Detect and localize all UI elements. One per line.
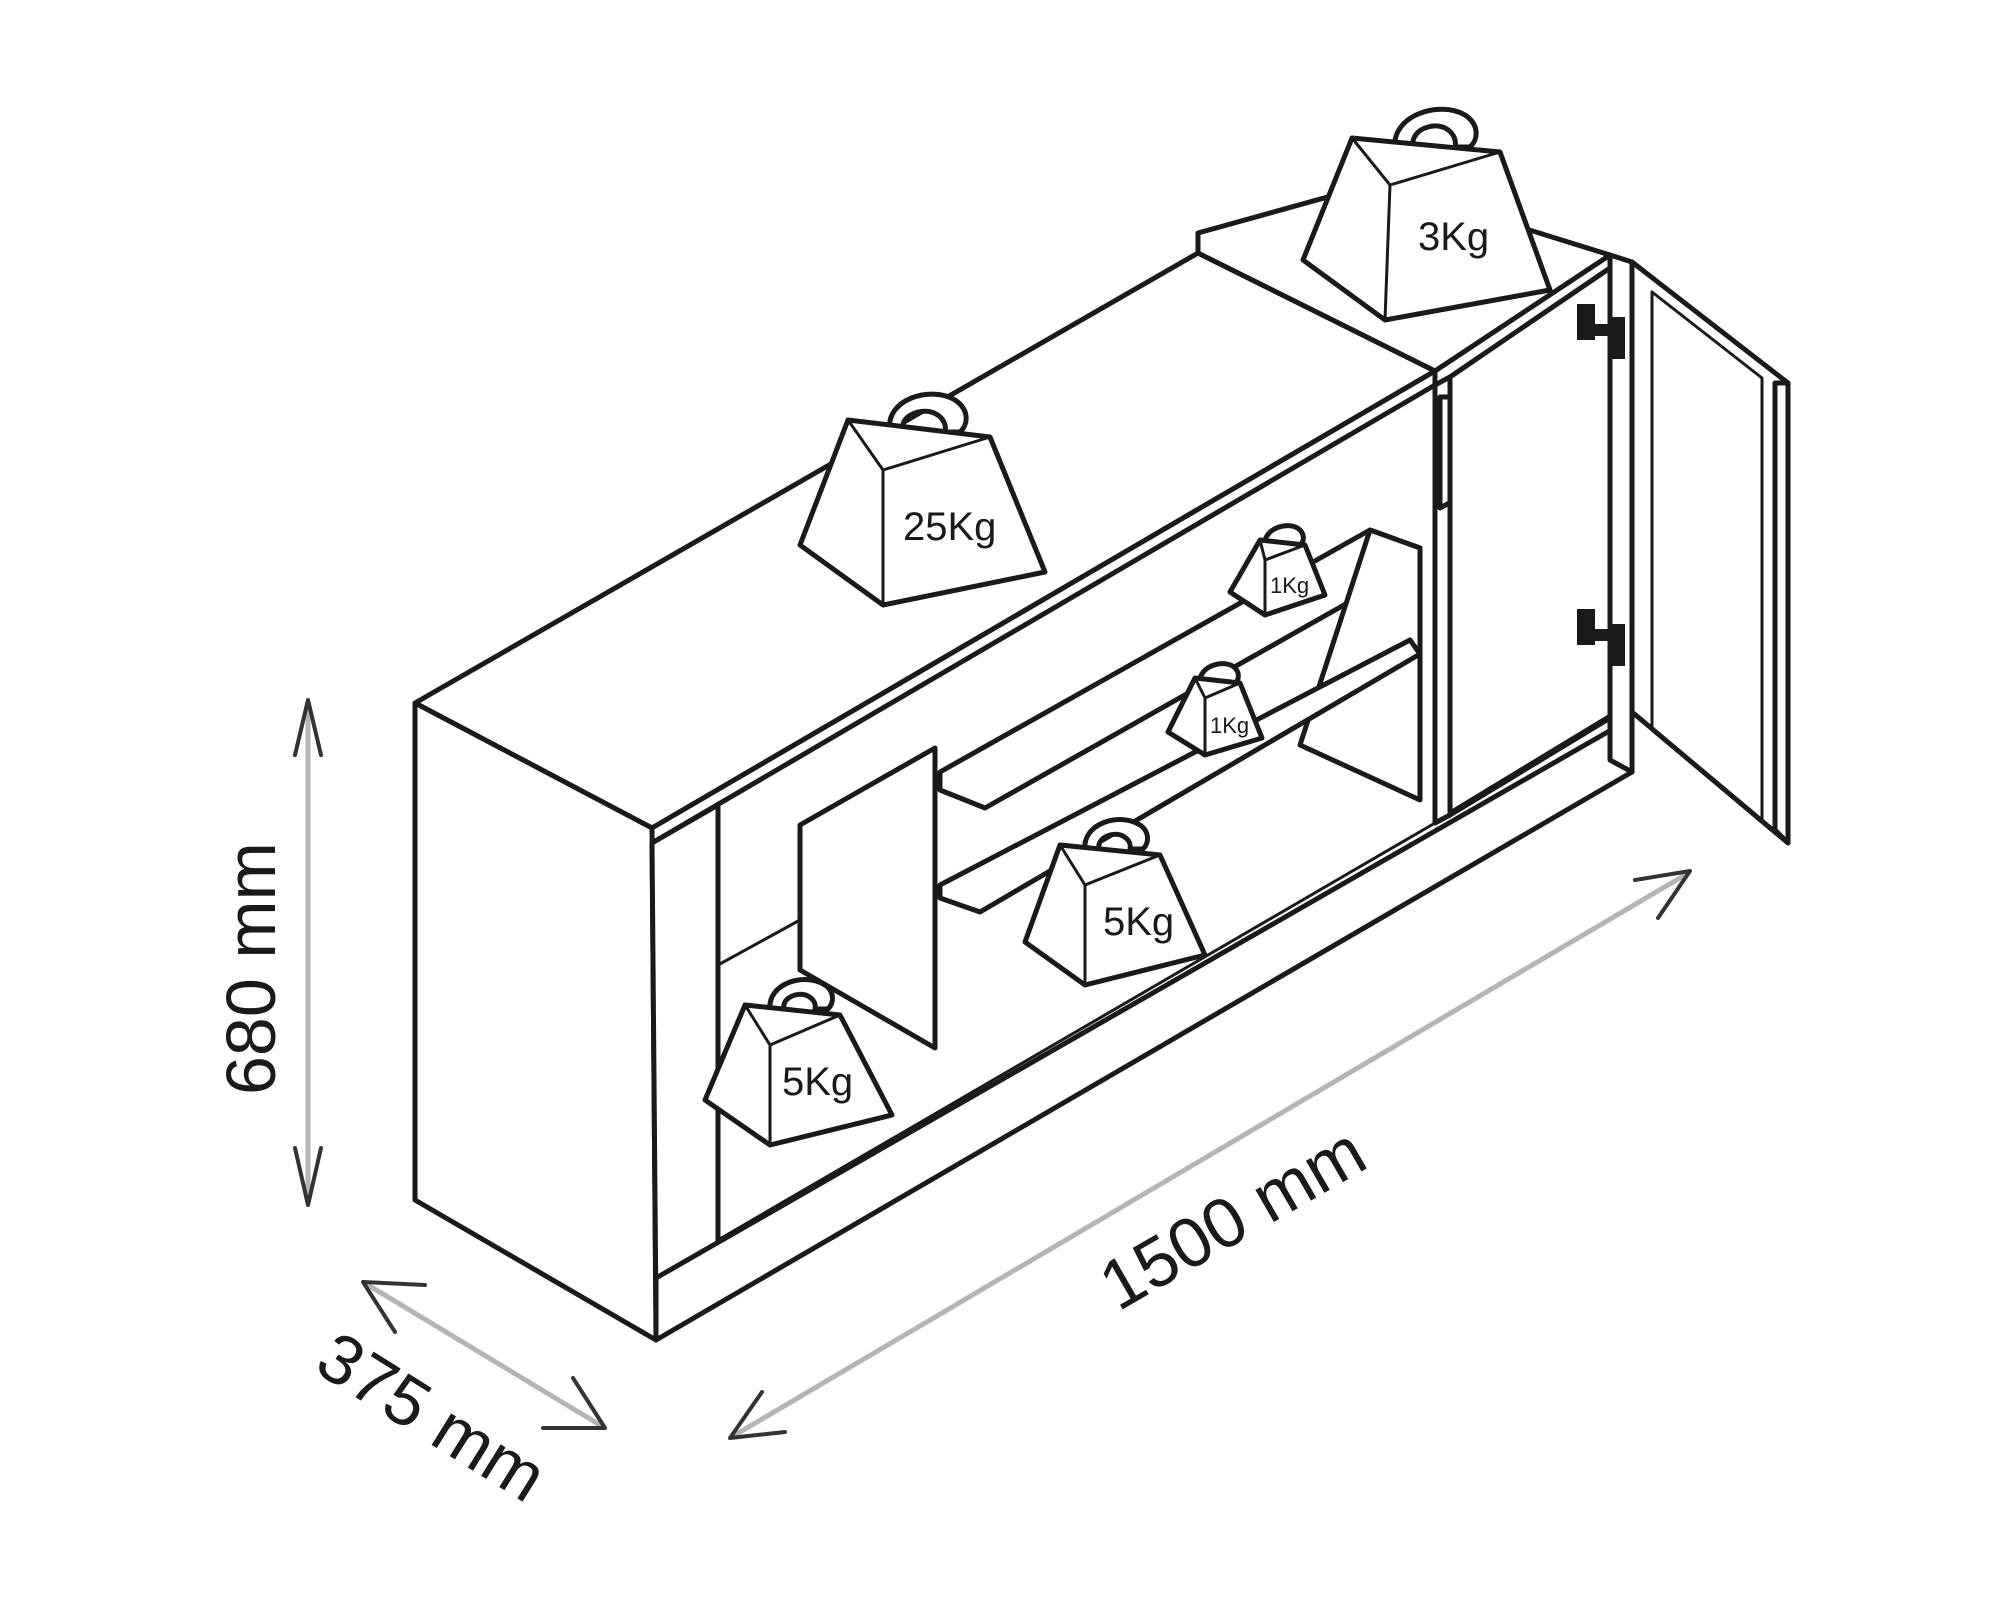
height-arrow-top-icon [293,698,323,757]
weight-1kg-middle: 1Kg [1165,661,1265,758]
weight-1kg-middle-label: 1Kg [1210,713,1249,738]
height-dimension: 680 mm [212,698,323,1207]
depth-dimension-label: 375 mm [304,1317,560,1517]
height-arrow-bottom-icon [293,1146,323,1207]
weight-3kg-body [1300,135,1553,323]
weight-handle-icon [767,977,835,1013]
open-cabinet-door [1629,259,1791,846]
weight-25kg: 25Kg [797,391,1048,608]
inner-bottom-edge [716,821,1437,1242]
width-dimension-line [732,872,1688,1438]
depth-arrow-left-icon [361,1280,427,1334]
weight-handle-icon [1082,817,1150,853]
sideboard-cabinet [412,180,1791,1343]
weight-3kg-label: 3Kg [1418,215,1489,259]
weight-5kg-shelf-label: 5Kg [1103,900,1174,944]
open-cabinet-door-edge [1772,380,1791,846]
right-cabinet-floor-line [1448,713,1612,814]
width-arrow-right-icon [1633,869,1692,920]
height-dimension-label: 680 mm [212,842,290,1095]
door-hinge-upper-icon [1577,304,1625,359]
weight-1kg-upper-label: 1Kg [1270,573,1309,598]
weight-5kg-left: 5Kg [702,977,895,1148]
door-hinge-lower-icon [1577,609,1625,666]
depth-dimension: 375 mm [304,1280,607,1517]
door-inner-border [1650,290,1764,824]
weight-5kg-left-label: 5Kg [782,1060,853,1104]
weight-1kg-middle-body [1165,675,1265,758]
depth-dimension-line [365,1282,603,1428]
depth-arrow-right-icon [541,1376,607,1430]
weight-5kg-shelf: 5Kg [1022,817,1208,988]
weight-3kg: 3Kg [1300,106,1553,323]
weight-25kg-body [797,417,1048,608]
weight-5kg-shelf-body [1022,842,1208,988]
weight-25kg-label: 25Kg [903,505,996,549]
width-arrow-left-icon [728,1390,787,1440]
right-cabinet-back [1447,265,1613,818]
left-compartment-shelf-line [716,918,802,967]
weight-5kg-left-body [702,1002,895,1148]
weight-1kg-upper-body [1227,537,1328,618]
cabinet-left-front-post [649,802,721,1318]
weight-1kg-upper: 1Kg [1227,523,1328,618]
